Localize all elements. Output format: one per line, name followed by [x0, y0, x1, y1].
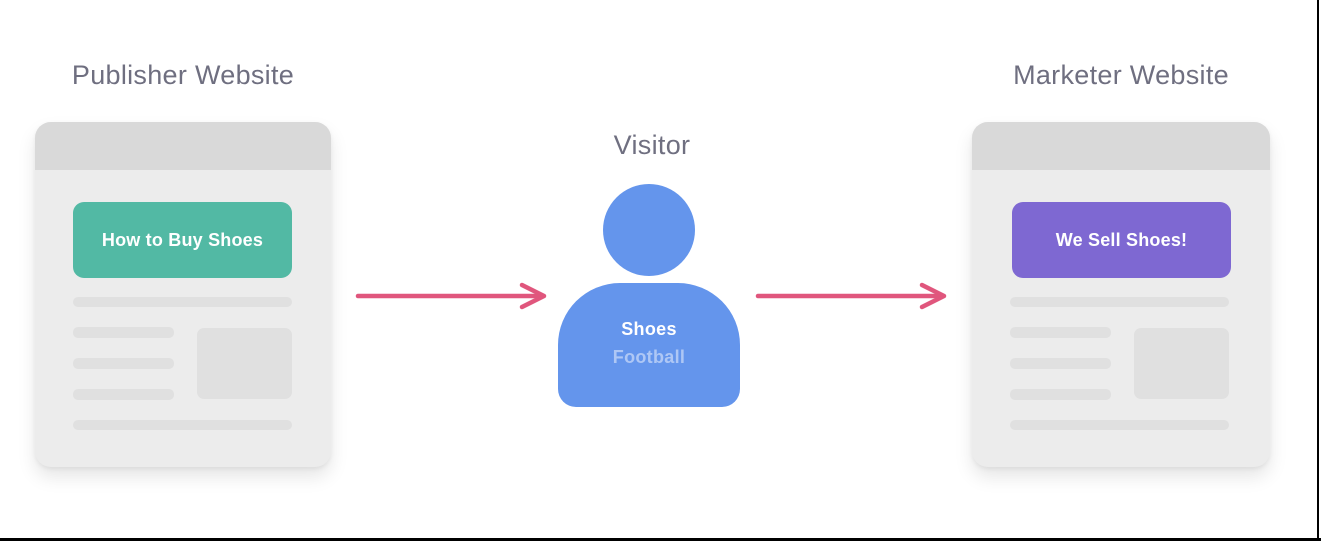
publisher-text-placeholder-line [73, 327, 174, 338]
marketer-browser-header [972, 122, 1270, 170]
marketer-text-placeholder-line [1010, 358, 1111, 369]
marketer-title: Marketer Website [1013, 60, 1229, 90]
marketer-text-placeholder-line [1010, 420, 1229, 430]
publisher-text-placeholder-line [73, 420, 292, 430]
marketer-text-placeholder-line [1010, 297, 1229, 307]
publisher-image-placeholder [197, 328, 292, 399]
arrow-publisher-to-visitor-icon [355, 282, 547, 310]
visitor-interest-primary: Shoes [621, 319, 677, 339]
publisher-site-card: How to Buy Shoes [35, 122, 331, 467]
publisher-browser-header [35, 122, 331, 170]
visitor-title: Visitor [613, 130, 691, 160]
marketer-image-placeholder [1134, 328, 1229, 399]
person-icon [603, 184, 695, 276]
publisher-article-button[interactable]: How to Buy Shoes [73, 202, 292, 278]
marketer-site-card: We Sell Shoes! [972, 122, 1270, 467]
visitor-interest-secondary: Football [612, 347, 686, 367]
publisher-text-placeholder-line [73, 358, 174, 369]
marketer-text-placeholder-line [1010, 389, 1111, 400]
publisher-title: Publisher Website [71, 60, 295, 90]
person-icon-body: Shoes Football [558, 283, 740, 407]
bottom-border-line [0, 538, 1321, 541]
marketer-text-placeholder-line [1010, 327, 1111, 338]
marketer-ad-button[interactable]: We Sell Shoes! [1012, 202, 1231, 278]
publisher-text-placeholder-line [73, 389, 174, 400]
right-border-line [1317, 0, 1319, 540]
arrow-visitor-to-marketer-icon [755, 282, 947, 310]
publisher-text-placeholder-line [73, 297, 292, 307]
